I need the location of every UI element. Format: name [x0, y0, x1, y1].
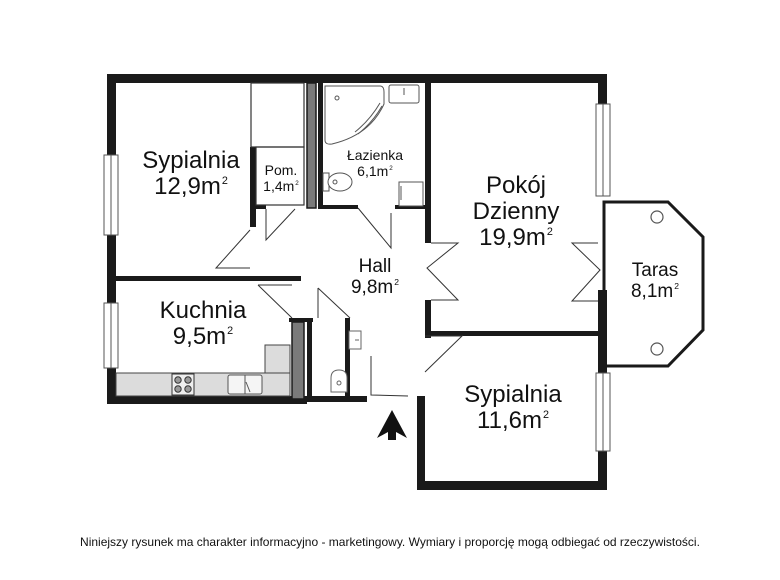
room-label-hall: Hall 9,8m2	[350, 256, 400, 298]
shaft-bottom	[291, 321, 305, 400]
kitchen-sink-icon	[227, 374, 263, 395]
toilet-icon	[330, 369, 348, 393]
closet	[250, 82, 305, 206]
room-label-pom: Pom. 1,4m2	[263, 162, 299, 195]
disclaimer-text: Niniejszy rysunek ma charakter informacy…	[80, 535, 700, 549]
washer-icon	[398, 181, 424, 207]
room-label-sypialnia-1: Sypialnia 12,9m2	[142, 147, 240, 200]
terrace-post-icon	[650, 210, 664, 224]
room-name: Sypialnia	[142, 147, 240, 174]
room-area: 11,6m	[477, 406, 542, 434]
terrace-post-icon	[650, 342, 664, 356]
room-name: Pokój	[485, 172, 547, 199]
room-label-taras: Taras 8,1m2	[630, 260, 680, 302]
doors	[214, 207, 601, 397]
room-area: 1,4m	[263, 178, 295, 195]
room-area: 9,5m	[172, 322, 227, 350]
stove-icon	[171, 373, 195, 396]
windows	[103, 103, 611, 452]
room-name: Sypialnia	[464, 381, 562, 408]
room-name: Pom.	[264, 162, 298, 178]
toilet-icon	[322, 172, 353, 192]
room-name: Taras	[631, 260, 679, 281]
room-area: 12,9m	[154, 172, 221, 200]
room-area: 19,9m	[479, 223, 546, 251]
shaft-top	[306, 82, 317, 209]
north-arrow-icon	[377, 410, 407, 440]
corner-bathtub-icon	[324, 85, 385, 145]
room-name: Hall	[358, 256, 392, 277]
room-label-sypialnia-2: Sypialnia 11,6m2	[464, 381, 562, 434]
sink-icon	[388, 84, 420, 104]
room-area: 8,1m	[630, 280, 674, 302]
room-label-lazienka: Łazienka 6,1m2	[346, 147, 404, 180]
room-name: Łazienka	[346, 147, 404, 163]
room-name: Dzienny	[472, 197, 560, 225]
room-area: 9,8m	[350, 276, 394, 298]
room-label-kuchnia: Kuchnia 9,5m2	[159, 297, 247, 350]
wc-sink-icon	[348, 330, 362, 350]
room-name: Kuchnia	[159, 297, 247, 324]
room-area: 6,1m	[357, 163, 389, 180]
kitchen-counter	[115, 344, 291, 397]
room-label-pokoj-dzienny: Pokój Dzienny 19,9m2	[472, 172, 560, 251]
terrace-outline	[602, 200, 705, 368]
